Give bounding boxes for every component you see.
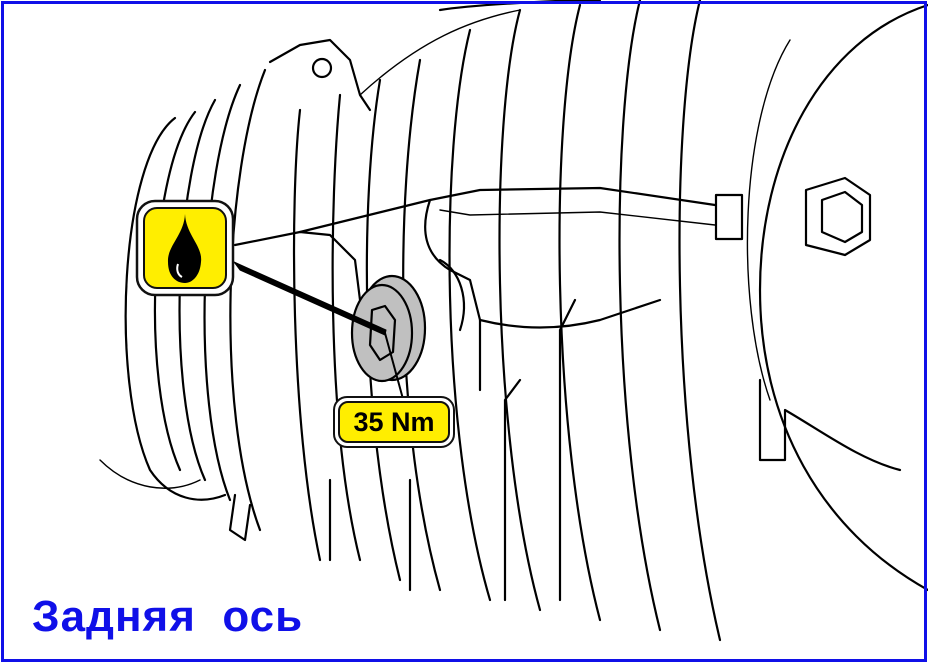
torque-spec-badge: 35 Nm	[333, 396, 455, 448]
side-stub	[228, 493, 252, 542]
cover-bolt	[804, 176, 872, 257]
torque-spec-value: 35 Nm	[338, 401, 450, 443]
mount-bracket	[233, 186, 902, 602]
housing-ribs	[268, 0, 722, 642]
cover-plate	[714, 3, 928, 592]
diagram-caption: Задняя ось	[32, 592, 304, 641]
